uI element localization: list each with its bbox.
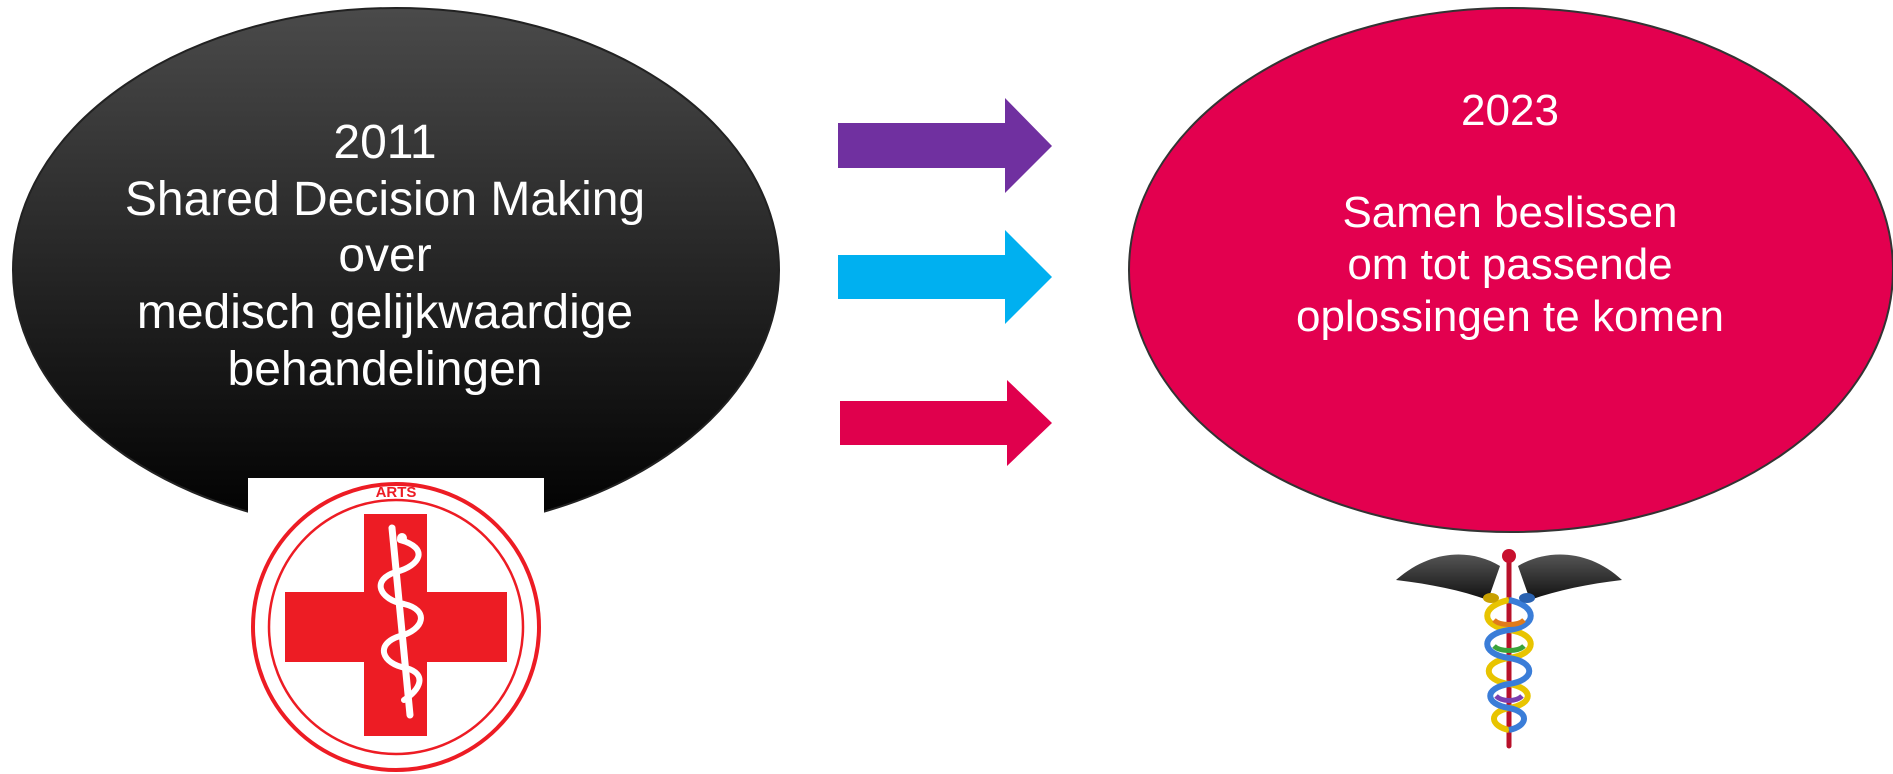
caduceus-icon <box>1396 549 1622 749</box>
right-ellipse <box>1128 7 1893 533</box>
left-year: 2011 <box>333 116 437 169</box>
red-cross-rod-of-asclepius-icon: ARTS <box>248 478 544 774</box>
arrow-blue <box>838 230 1052 324</box>
arrow-magenta <box>840 380 1052 466</box>
left-line-1: Shared Decision Making <box>124 172 646 226</box>
arrow-purple <box>838 98 1052 193</box>
right-line-1: Samen beslissen <box>1342 187 1678 237</box>
left-line-3: medisch gelijkwaardige <box>136 285 634 339</box>
arts-label: ARTS <box>376 484 417 501</box>
right-line-3: oplossingen te komen <box>1295 291 1725 341</box>
left-ellipse-text: 2011 Shared Decision Making over medisch… <box>40 115 730 398</box>
right-line-2: om tot passende <box>1347 239 1673 289</box>
left-line-4: behandelingen <box>227 342 543 396</box>
right-ellipse-text: 2023 Samen beslissen om tot passende opl… <box>1130 85 1890 343</box>
right-year: 2023 <box>1461 86 1559 135</box>
left-line-2: over <box>338 229 432 283</box>
